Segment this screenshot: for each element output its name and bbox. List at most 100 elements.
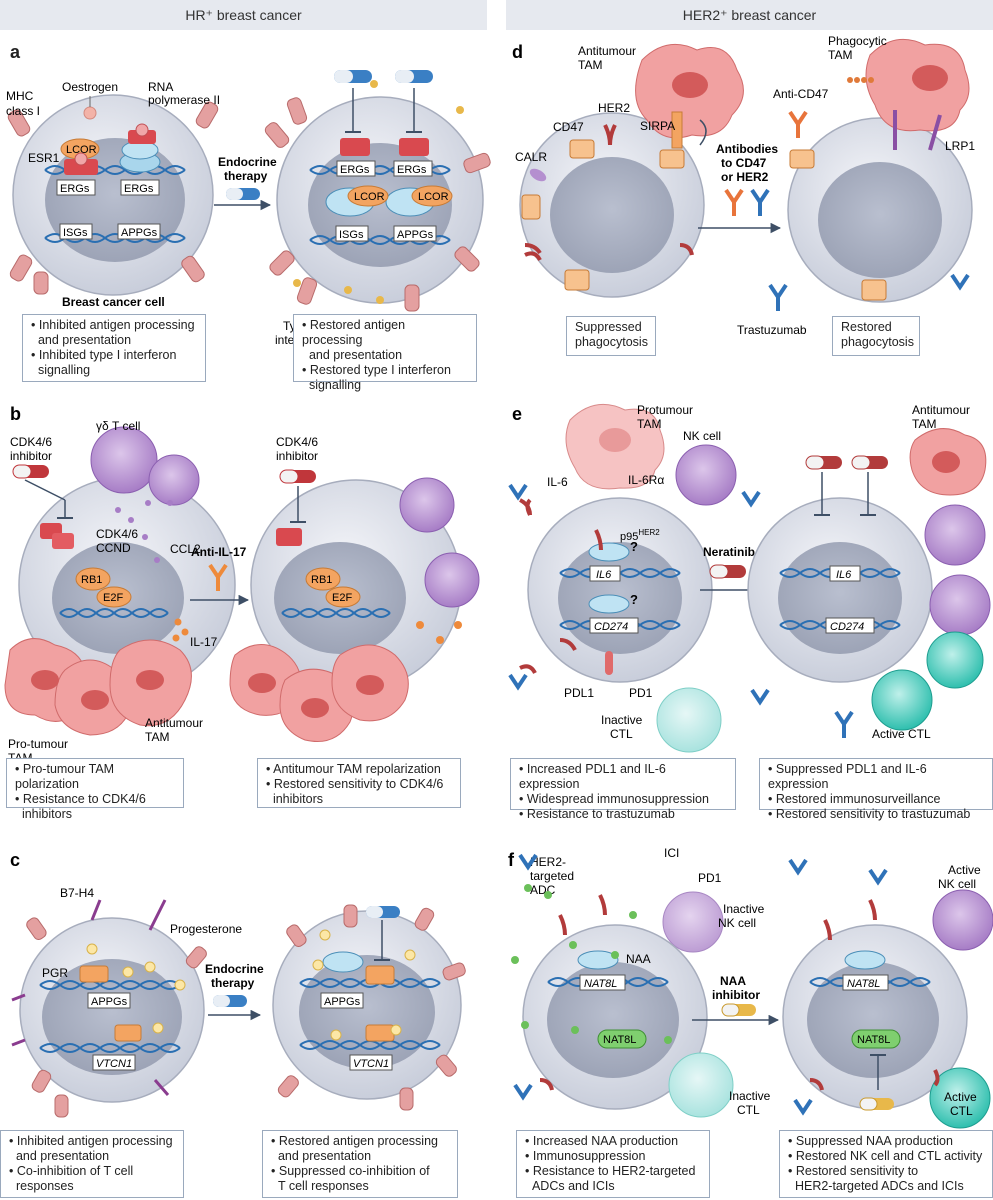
bullet: responses [15, 1179, 74, 1193]
active-nk [932, 889, 993, 951]
nat8l-gene-label-2: NAT8L [847, 978, 880, 990]
pro-tumour-label: Pro-tumour [8, 737, 68, 751]
tam-nuclei [31, 670, 164, 710]
tam-nucleus-d [672, 72, 708, 98]
pgr-blocked-2 [365, 1024, 395, 1042]
nat8l-gene-box [579, 974, 626, 991]
naa-inh-label-2: inhibitor [712, 988, 760, 1002]
bullet: • Inhibited type I interferon [31, 348, 177, 362]
cd274-label: CD274 [594, 621, 628, 633]
ergs-box [56, 179, 96, 196]
panel-letter-b: b [10, 404, 21, 424]
bullet: • Suppressed co-inhibition of [271, 1164, 430, 1178]
bullet: • Immunosuppression [525, 1149, 646, 1163]
mhc-c-restored [277, 904, 466, 1111]
inactive-ctl-label: Inactive [601, 713, 643, 727]
protumour-tam-label: TAM [637, 417, 661, 431]
active-ctl-e2 [871, 669, 933, 731]
rb1-protein-2 [305, 567, 341, 591]
summary-a-right: • Restored antigen processing and presen… [293, 314, 477, 392]
mhc-class-i-restored [264, 97, 491, 312]
bullet: and presentation [37, 333, 132, 347]
naa-molecules [511, 884, 672, 1044]
p95-label: p95HER2 [620, 528, 660, 543]
panel-e: e Protumour TAM NK cell IL-6 IL-6Rα ? ? … [508, 403, 991, 753]
pgr-blocked [365, 965, 395, 985]
bullet: signalling [308, 378, 362, 392]
pdl1-protein [605, 651, 613, 675]
panel-b: b RB1 E2F CDK4/6 inhibitor CDK4/6 CCND γ… [4, 404, 480, 765]
progesterone-molecules [86, 943, 186, 1034]
bullet: Restored [841, 320, 892, 334]
pd1-f-label: PD1 [698, 871, 722, 885]
appgs-label-c: APPGs [91, 996, 128, 1008]
gd-t-cell-4 [424, 552, 480, 608]
endocrine-label-c: Endocrine [205, 962, 264, 976]
bullet: • Restored antigen processing [271, 1134, 438, 1148]
active-ctl-f-label-2: CTL [950, 1104, 973, 1118]
antitumour-tams-b [229, 644, 409, 742]
anti-cd47-antibody [724, 188, 744, 216]
protumour-nucleus [599, 428, 631, 452]
pgr-receptor-2 [114, 1024, 142, 1042]
interferon-molecules [293, 80, 464, 304]
panel-letter-e: e [512, 404, 522, 424]
summary-f-right: • Suppressed NAA production • Restored N… [779, 1130, 993, 1198]
p95-sup: HER2 [638, 528, 660, 537]
bullet: • Antitumour TAM repolarization [266, 762, 441, 776]
lcor-protein-2 [347, 185, 389, 207]
rna-pol-f [577, 950, 619, 970]
anti-tam-d-label-2: TAM [578, 58, 602, 72]
antitumour-label: Antitumour [145, 716, 203, 730]
gd-label: γδ T cell [96, 419, 140, 433]
oestrogen-bound [74, 152, 88, 166]
anti-il17-antibody [208, 563, 228, 591]
e2f-label: E2F [103, 592, 123, 604]
ccnd-complex [52, 533, 74, 549]
ergs-label-4: ERGs [397, 164, 427, 176]
summary-d-right: Restored phagocytosis [832, 316, 920, 356]
vtcn1-box [92, 1054, 136, 1071]
nat8l-protein-2 [851, 1029, 901, 1049]
sirpa-receptor [671, 111, 683, 149]
nat8l-gene-box-2 [842, 974, 889, 991]
neratinib-blocks [805, 455, 888, 516]
mhc-class-i [7, 101, 219, 295]
lcor-label-3: LCOR [418, 191, 449, 203]
anti-tam-e-label: Antitumour [912, 403, 970, 417]
question-mark: ? [630, 539, 638, 554]
gd-t-cell-2 [148, 454, 200, 506]
bullet: • Co-inhibition of T cell [9, 1164, 134, 1178]
bullet: • Suppressed NAA production [788, 1134, 953, 1148]
p95-text: p95 [620, 531, 638, 543]
panel-f: f HER2- targeted ADC ICI PD1 Inactive NK… [508, 846, 993, 1129]
active-ctl-label: Active CTL [872, 727, 931, 741]
cd274-box-2 [825, 617, 875, 634]
panel-letter-f: f [508, 850, 515, 870]
anti-il17-label: Anti-IL-17 [191, 545, 247, 559]
isgs-label: ISGs [63, 227, 88, 239]
neratinib-label: Neratinib [703, 545, 755, 559]
cd274-label-2: CD274 [830, 621, 864, 633]
active-ctl-f-label: Active [944, 1090, 977, 1104]
anti-tam-d-label: Antitumour [578, 44, 636, 58]
ccnd-label: CCND [96, 541, 131, 555]
summary-d-left: Suppressed phagocytosis [566, 316, 656, 356]
appgs-box-c [87, 992, 131, 1009]
cdk46-label: CDK4/6 [96, 527, 138, 541]
rna-pol-f2 [844, 950, 886, 970]
trastuzumab-label: Trastuzumab [737, 323, 807, 337]
inactive-ctl-label-2: CTL [610, 727, 633, 741]
bullet: inhibitors [272, 792, 323, 806]
cdk-inh-label-4: inhibitor [276, 449, 318, 463]
panel-d: d Antitumour TAM SIRPA CD47 HER2 CALR An… [512, 34, 975, 337]
bullet: • Restored type I interferon [302, 363, 451, 377]
class-i-label: class I [6, 104, 40, 118]
adc-label: HER2- [530, 855, 566, 869]
her2-receptors [524, 124, 694, 261]
tam-nuclei-2 [248, 673, 384, 718]
bullet: phagocytosis [841, 335, 914, 349]
mhc-label: MHC [6, 89, 34, 103]
rb1-label: RB1 [81, 574, 102, 586]
nat8l-protein-label: NAT8L [603, 1034, 636, 1046]
